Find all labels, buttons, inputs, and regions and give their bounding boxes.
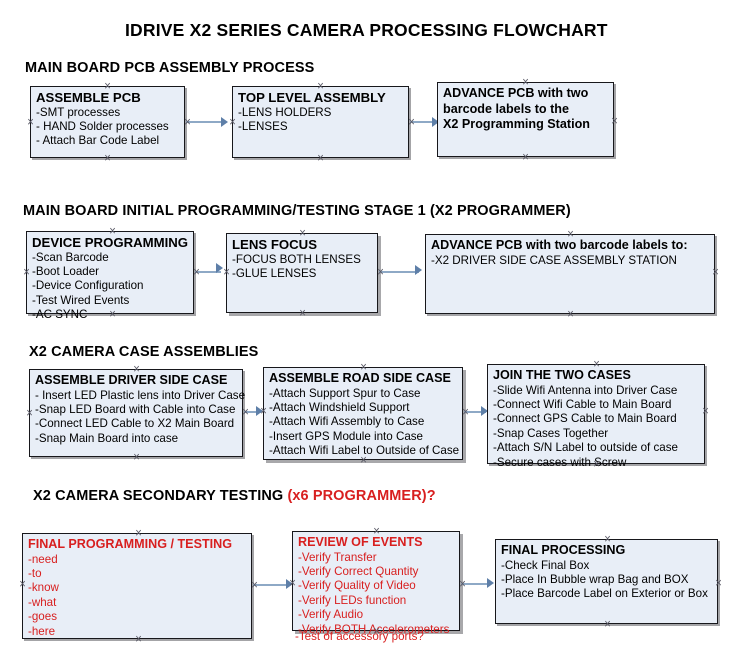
box-title: ASSEMBLE PCB <box>36 90 141 105</box>
connector-arrow-icon <box>487 578 494 588</box>
section-heading-main-board-pcb-assembly: MAIN BOARD PCB ASSEMBLY PROCESS <box>25 60 314 76</box>
box-review-of-events[interactable]: REVIEW OF EVENTS -Verify Transfer -Verif… <box>292 531 460 636</box>
box-line: -here <box>28 624 56 638</box>
box-line: -LENSES <box>238 119 288 133</box>
box-line: -Attach S/N Label to outside of case <box>493 441 678 455</box>
page-title: IDRIVE X2 SERIES CAMERA PROCESSING FLOWC… <box>125 20 608 40</box>
box-line: -need <box>28 552 58 566</box>
box-line: -Snap Cases Together <box>493 426 609 440</box>
box-line: -Verify Correct Quantity <box>298 564 419 578</box>
connector-arrow-icon <box>481 406 488 416</box>
box-title: JOIN THE TWO CASES <box>493 368 631 382</box>
box-title-line2: barcode labels to the <box>443 101 569 116</box>
box-line: -Verify Quality of Video <box>298 579 416 593</box>
box-device-programming[interactable]: DEVICE PROGRAMMING -Scan Barcode -Boot L… <box>26 231 194 321</box>
box-title: FINAL PROCESSING <box>501 543 626 557</box>
box-line: -Insert GPS Module into Case <box>269 429 424 443</box>
connector-arrow-icon <box>286 579 293 589</box>
box-line: -know <box>28 581 59 595</box>
box-title: ADVANCE PCB with two <box>443 86 589 100</box>
section-heading-text: X2 CAMERA CASE ASSEMBLIES <box>29 344 259 360</box>
box-line: -Boot Loader <box>32 264 100 278</box>
box-line: -to <box>28 566 42 580</box>
box-line: -Attach Wifi Label to Outside of Case <box>269 444 460 458</box>
connector-arrow-icon <box>415 265 422 275</box>
box-top-level-assembly[interactable]: TOP LEVEL ASSEMBLY -LENS HOLDERS -LENSES <box>232 86 409 158</box>
connector-arrow-icon <box>432 117 439 127</box>
box-title: REVIEW OF EVENTS <box>298 535 423 549</box>
box-line: -GLUE LENSES <box>232 266 317 280</box>
box-line: - Attach Bar Code Label <box>36 134 160 148</box>
box-line: -Place Barcode Label on Exterior or Box <box>501 587 708 601</box>
box-overflow-line-review-of-events: -Test of accessory ports? <box>295 630 424 643</box>
box-line: -Attach Windshield Support <box>269 400 410 414</box>
connector-top-level-to-advance-pcb <box>410 121 437 123</box>
box-title: TOP LEVEL ASSEMBLY <box>238 90 386 105</box>
box-join-the-two-cases[interactable]: JOIN THE TWO CASES -Slide Wifi Antenna i… <box>487 364 705 469</box>
box-line: -Connect LED Cable to X2 Main Board <box>35 417 235 431</box>
box-title: FINAL PROGRAMMING / TESTING <box>28 537 233 551</box>
connector-arrow-icon <box>256 406 263 416</box>
section-heading-main-board-initial-programming: MAIN BOARD INITIAL PROGRAMMING/TESTING S… <box>23 203 571 219</box>
connector-final-programming-to-review-of-events <box>253 584 290 586</box>
box-line: -AC SYNC <box>32 308 88 322</box>
box-final-programming-testing[interactable]: FINAL PROGRAMMING / TESTING -need -to -k… <box>22 533 252 639</box>
box-lens-focus[interactable]: LENS FOCUS -FOCUS BOTH LENSES -GLUE LENS… <box>226 233 378 313</box>
box-line: -Check Final Box <box>501 558 590 572</box>
box-line: -Verify Transfer <box>298 550 377 564</box>
section-heading-text: MAIN BOARD PCB ASSEMBLY PROCESS <box>25 60 315 76</box>
connector-assemble-pcb-to-top-level <box>186 121 223 123</box>
box-line: -Snap LED Board with Cable into Case <box>35 402 236 416</box>
section-heading-accent-text: (x6 PROGRAMMER)? <box>287 488 436 504</box>
box-line: - Insert LED Plastic lens into Driver Ca… <box>35 388 246 402</box>
box-final-processing[interactable]: FINAL PROCESSING -Check Final Box -Place… <box>495 539 718 624</box>
box-advance-pcb-to-programming-station[interactable]: ADVANCE PCB with two barcode labels to t… <box>437 82 614 157</box>
box-title: ASSEMBLE DRIVER SIDE CASE <box>35 373 228 387</box>
connector-arrow-icon <box>221 117 228 127</box>
box-line: - HAND Solder processes <box>36 119 169 133</box>
box-line: -Attach Support Spur to Case <box>269 386 421 400</box>
box-line: -LENS HOLDERS <box>238 105 332 119</box>
box-line: -Slide Wifi Antenna into Driver Case <box>493 383 678 397</box>
connector-road-case-to-join-cases <box>464 411 486 413</box>
box-assemble-road-side-case[interactable]: ASSEMBLE ROAD SIDE CASE -Attach Support … <box>263 367 463 460</box>
box-title: ASSEMBLE ROAD SIDE CASE <box>269 371 451 385</box>
box-title: ADVANCE PCB with two barcode labels to: <box>431 238 688 252</box>
box-line: -Connect Wifi Cable to Main Board <box>493 397 672 411</box>
section-heading-text: MAIN BOARD INITIAL PROGRAMMING/TESTING S… <box>23 203 571 219</box>
box-assemble-pcb[interactable]: ASSEMBLE PCB -SMT processes - HAND Solde… <box>30 86 185 158</box>
box-line: -what <box>28 595 57 609</box>
box-line: -X2 DRIVER SIDE CASE ASSEMBLY STATION <box>431 253 677 267</box>
connector-review-of-events-to-final-processing <box>461 583 491 585</box>
box-advance-pcb-to-driver-side-case[interactable]: ADVANCE PCB with two barcode labels to: … <box>425 234 715 314</box>
section-heading-text: X2 CAMERA SECONDARY TESTING <box>33 488 288 504</box>
box-line: -Snap Main Board into case <box>35 431 179 445</box>
box-line: -Test Wired Events <box>32 293 130 307</box>
connector-lens-focus-to-advance-pcb <box>379 271 419 273</box>
box-title: LENS FOCUS <box>232 237 317 252</box>
connector-arrow-icon <box>216 263 223 273</box>
box-line: -Scan Barcode <box>32 250 109 264</box>
box-line: -Secure cases with Screw <box>493 455 627 469</box>
box-line: -Verify LEDs function <box>298 593 407 607</box>
box-title-line3: X2 Programming Station <box>443 117 590 131</box>
box-line: -Verify Audio <box>298 608 364 622</box>
box-line: -FOCUS BOTH LENSES <box>232 252 361 266</box>
box-line: -goes <box>28 610 58 624</box>
box-line: -Verify BOTH Accelerometers <box>298 622 450 636</box>
section-heading-x2-camera-secondary-testing: X2 CAMERA SECONDARY TESTING (x6 PROGRAMM… <box>33 488 436 504</box>
box-line: -Place In Bubble wrap Bag and BOX <box>501 572 689 586</box>
box-line: -Connect GPS Cable to Main Board <box>493 412 677 426</box>
box-line: -Device Configuration <box>32 279 144 293</box>
section-heading-x2-camera-case-assemblies: X2 CAMERA CASE ASSEMBLIES <box>29 344 258 360</box>
box-title: DEVICE PROGRAMMING <box>32 235 189 250</box>
connector-device-programming-to-lens-focus <box>195 271 221 273</box>
box-assemble-driver-side-case[interactable]: ASSEMBLE DRIVER SIDE CASE - Insert LED P… <box>29 369 246 457</box>
connector-driver-case-to-road-case <box>244 411 261 413</box>
box-line: -SMT processes <box>36 105 121 119</box>
box-line: -Attach Wifi Assembly to Case <box>269 415 425 429</box>
